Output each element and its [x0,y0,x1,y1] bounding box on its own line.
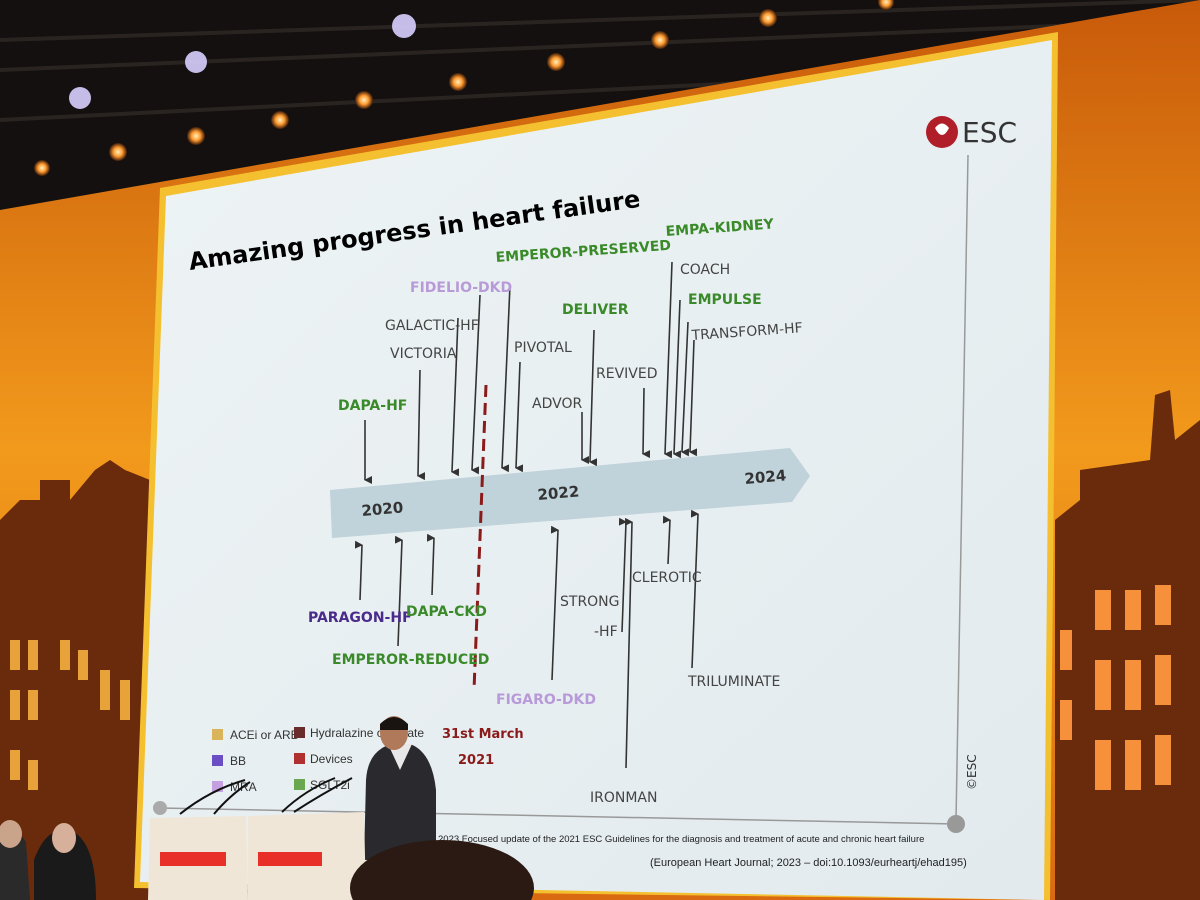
timeline-year-2022: 2022 [537,482,580,504]
legend-swatch-sglt2i [294,779,305,790]
trial-pivotal: PIVOTAL [514,340,572,356]
trial-empulse: EMPULSE [688,292,762,308]
legend-swatch-bb [212,755,223,766]
footer-dot-right [947,815,965,833]
trial-clerotic: CLEROTIC [632,570,702,586]
podiums [148,777,366,900]
timeline-year-2024: 2024 [744,466,787,488]
legend-sglt2i: SGLT2i [310,778,350,792]
audience [0,820,534,900]
speaker [364,716,436,860]
trial-paragon-hf: PARAGON-HF [308,610,412,626]
esc-logo-text: ESC [962,116,1017,149]
trial-victoria: VICTORIA [390,346,457,362]
timeline-year-2020: 2020 [361,498,404,520]
stage-lights [34,0,894,176]
trial-dapa-ckd: DAPA-CKD [406,604,487,620]
trial-figaro-dkd: FIGARO-DKD [496,692,596,708]
trial-transform-hf: TRANSFORM-HF [690,320,803,344]
trial-strong: STRONG [560,594,620,610]
trial-empa-kidney: EMPA-KIDNEY [665,216,775,240]
trial-galactic-hf: GALACTIC-HF [385,318,479,334]
arrows-above [364,261,698,484]
legend-devices: Devices [310,752,353,766]
legend-swatch-hydralazine [294,727,305,738]
arrows-below [354,509,699,769]
podium-light-left [160,852,226,866]
trial-advor: ADVOR [532,396,582,412]
trial-emperor-reduced: EMPEROR-REDUCED [332,652,489,668]
trial-deliver: DELIVER [562,302,629,318]
slide-footer-rule [159,807,957,825]
slide-right-rule [955,154,969,821]
march-2021-line [472,384,488,691]
esc-logo: ESC [926,116,1017,149]
podium-light-right [258,852,322,866]
march-2021-label: 31st March [442,727,524,742]
right-buildings [1055,390,1200,900]
legend-bb: BB [230,754,246,768]
trial-revived: REVIVED [596,366,657,382]
footer-citation-line1: 2023 Focused update of the 2021 ESC Guid… [438,834,924,845]
footer-citation-line2: (European Heart Journal; 2023 – doi:10.1… [650,857,967,869]
legend-swatch-devices [294,753,305,764]
left-buildings [0,460,150,900]
trial-strong-hf-suffix: -HF [594,624,618,640]
timeline-bar [330,448,810,538]
trial-dapa-hf: DAPA-HF [338,398,407,414]
trial-labels-below: PARAGON-HF DAPA-CKD EMPEROR-REDUCED FIGA… [308,570,780,806]
legend-swatch-mra [212,781,223,792]
legend-acei: ACEi or ARB [230,728,299,742]
footer-dot-left [153,801,167,815]
trial-ironman: IRONMAN [590,790,657,806]
trial-triluminate: TRILUMINATE [687,674,780,690]
trial-coach: COACH [680,262,730,278]
esc-copyright: ©ESC [965,754,979,790]
trial-fidelio-dkd: FIDELIO-DKD [410,280,512,296]
march-2021-year: 2021 [458,753,494,768]
legend-swatch-acei [212,729,223,740]
